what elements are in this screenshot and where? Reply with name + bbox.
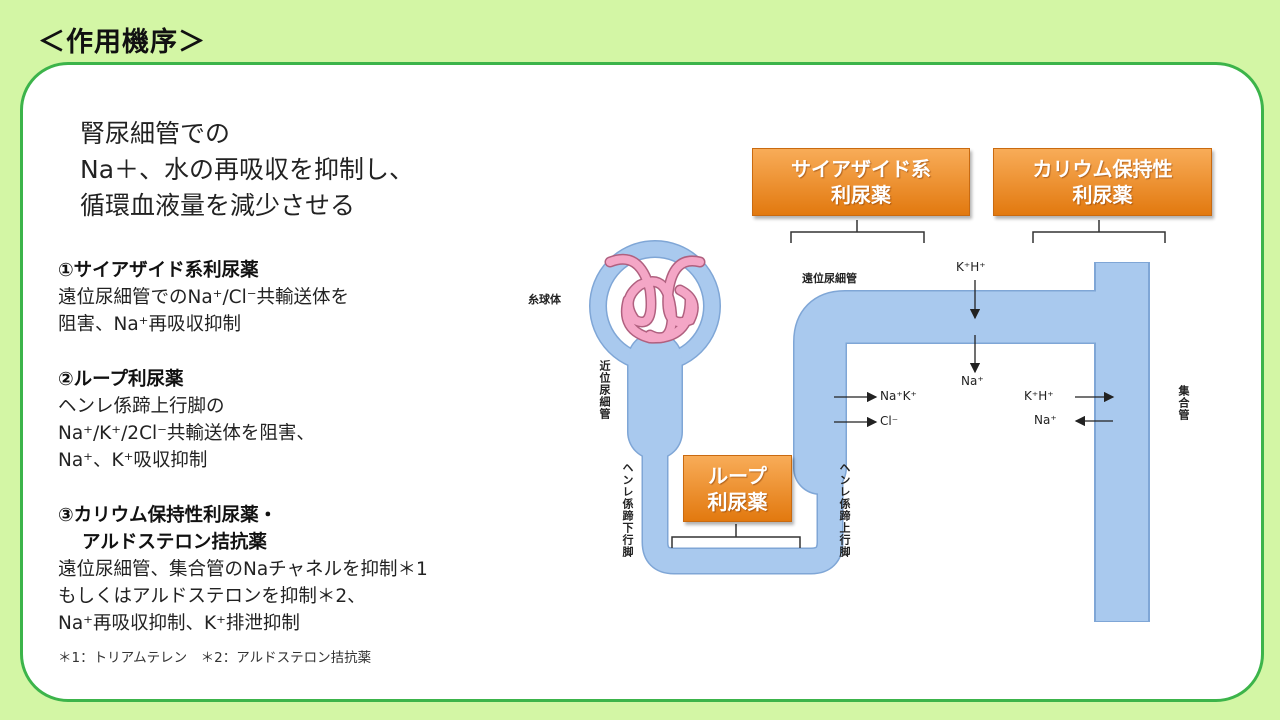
thiazide-bracket	[790, 220, 925, 243]
box-line: ループ	[708, 463, 767, 488]
ascending-label: ヘンレ係蹄上行脚	[838, 462, 851, 558]
glomerulus-label: 糸球体	[528, 293, 561, 306]
section-line: 遠位尿細管でのNa⁺/Cl⁻共輸送体を	[58, 287, 349, 308]
section-heading: ②ループ利尿薬	[58, 369, 184, 390]
tubule	[589, 240, 1150, 622]
box-line: 利尿薬	[1072, 183, 1133, 207]
ion-na-distal: Na⁺	[961, 374, 984, 388]
section-heading-2: アルドステロン拮抗薬	[82, 532, 267, 553]
proximal-label: 近位尿細管	[598, 360, 611, 420]
loop-box: ループ 利尿薬	[683, 455, 792, 522]
lead-line: 腎尿細管での	[80, 119, 231, 148]
loop-bracket	[671, 524, 801, 548]
lead-text: 腎尿細管での Na＋、水の再吸収を抑制し、 循環血液量を減少させる	[80, 116, 414, 224]
section-line: Na⁺、K⁺吸収抑制	[58, 450, 208, 471]
collecting-label: 集合管	[1177, 385, 1190, 421]
section-line: 阻害、Na⁺再吸収抑制	[58, 314, 241, 335]
box-line: サイアザイド系	[791, 157, 931, 181]
footnote: ＊1：トリアムテレン ＊2：アルドステロン拮抗薬	[58, 650, 372, 666]
ion-kh-cd: K⁺H⁺	[1024, 389, 1054, 403]
section-line: Na⁺再吸収抑制、K⁺排泄抑制	[58, 613, 300, 634]
lead-line: 循環血液量を減少させる	[80, 191, 356, 220]
brackets	[671, 220, 1166, 548]
ion-cl: Cl⁻	[880, 414, 899, 428]
ion-kh-top: K⁺H⁺	[956, 260, 986, 274]
glomerulus-icon	[604, 253, 706, 344]
ion-nak: Na⁺K⁺	[880, 389, 917, 403]
section-thiazide: ①サイアザイド系利尿薬 遠位尿細管でのNa⁺/Cl⁻共輸送体を 阻害、Na⁺再吸…	[58, 257, 349, 338]
box-line: 利尿薬	[831, 183, 891, 207]
box-line: カリウム保持性	[1032, 157, 1173, 181]
thiazide-box: サイアザイド系 利尿薬	[752, 148, 970, 216]
ion-arrows	[834, 280, 1115, 428]
ion-na-cd: Na⁺	[1034, 413, 1057, 427]
section-line: もしくはアルドステロンを抑制＊2、	[58, 586, 366, 607]
slide-title: ＜作用機序＞	[38, 27, 206, 58]
section-heading: ①サイアザイド系利尿薬	[58, 260, 259, 281]
lead-line: Na＋、水の再吸収を抑制し、	[80, 155, 415, 184]
distal-label: 遠位尿細管	[802, 272, 857, 285]
section-line: 遠位尿細管、集合管のNaチャネルを抑制＊1	[58, 559, 428, 580]
box-line: 利尿薬	[707, 489, 768, 514]
section-loop: ②ループ利尿薬 ヘンレ係蹄上行脚の Na⁺/K⁺/2Cl⁻共輸送体を阻害、 Na…	[58, 366, 315, 474]
section-line: ヘンレ係蹄上行脚の	[58, 396, 225, 417]
section-line: Na⁺/K⁺/2Cl⁻共輸送体を阻害、	[58, 423, 315, 444]
potassium-box: カリウム保持性 利尿薬	[993, 148, 1212, 216]
descending-label: ヘンレ係蹄下行脚	[621, 462, 634, 558]
potassium-bracket	[1032, 220, 1166, 243]
section-heading: ③カリウム保持性利尿薬・	[58, 505, 278, 526]
section-potassium: ③カリウム保持性利尿薬・ アルドステロン拮抗薬 遠位尿細管、集合管のNaチャネル…	[58, 502, 428, 637]
